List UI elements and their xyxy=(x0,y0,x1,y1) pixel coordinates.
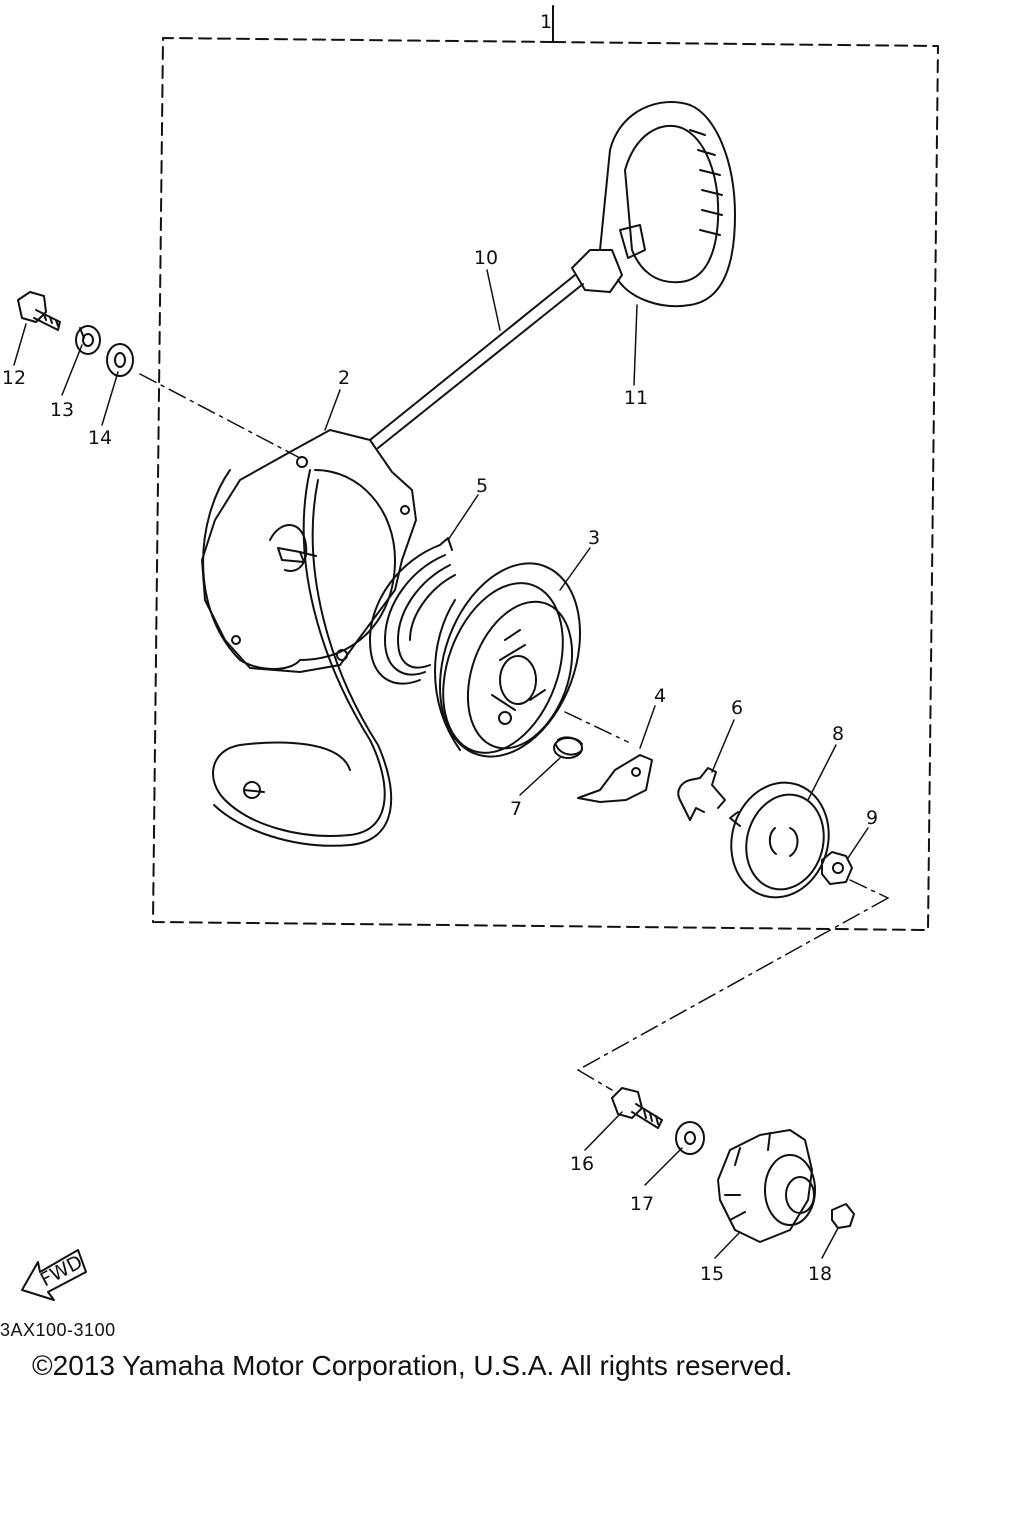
callout-3: 3 xyxy=(588,527,600,549)
washer-part-14 xyxy=(106,343,134,377)
assembly-boundary xyxy=(152,37,939,931)
callout-1: 1 xyxy=(540,11,552,33)
callout-11: 11 xyxy=(624,387,648,409)
mounting-leader-lines xyxy=(139,373,889,1091)
fwd-arrow-icon xyxy=(21,1249,87,1301)
starter-pulley-part xyxy=(717,1129,816,1243)
callout-17: 17 xyxy=(630,1193,654,1215)
nut-part xyxy=(821,851,853,885)
bolt-part-12 xyxy=(17,291,61,331)
callout-10: 10 xyxy=(474,247,498,269)
callout-labels: 1 2 3 4 5 6 7 8 9 10 11 12 13 14 15 16 1… xyxy=(2,11,878,1291)
callout-9: 9 xyxy=(866,807,878,829)
callout-6: 6 xyxy=(731,697,743,719)
callout-18: 18 xyxy=(808,1263,832,1285)
callout-4: 4 xyxy=(654,685,666,707)
callout-8: 8 xyxy=(832,723,844,745)
sheave-drum-part xyxy=(434,562,582,758)
callout-7: 7 xyxy=(510,798,522,820)
plate-part xyxy=(729,781,830,899)
washer-part-17 xyxy=(675,1121,705,1155)
lock-washer-part xyxy=(75,325,101,355)
key-part-18 xyxy=(831,1203,855,1229)
callout-12: 12 xyxy=(2,367,26,389)
callout-5: 5 xyxy=(476,475,488,497)
callout-13: 13 xyxy=(50,399,74,421)
starter-handle-part xyxy=(571,101,736,308)
starter-rope-loop xyxy=(212,469,393,847)
bolt-part-16 xyxy=(611,1087,663,1129)
starter-rope-part xyxy=(369,274,584,449)
friction-spring-part xyxy=(677,767,726,821)
diagram-code: 3AX100-3100 xyxy=(0,1320,116,1340)
copyright-notice: ©2013 Yamaha Motor Corporation, U.S.A. A… xyxy=(32,1350,793,1381)
drive-pawl-part xyxy=(577,754,653,803)
callout-15: 15 xyxy=(700,1263,724,1285)
callout-leaders xyxy=(13,269,869,1259)
pawl-spring-part xyxy=(553,736,583,759)
callout-16: 16 xyxy=(570,1153,594,1175)
starter-case-part xyxy=(201,429,417,673)
callout-14: 14 xyxy=(88,427,112,449)
callout-2: 2 xyxy=(338,367,350,389)
recoil-spring-part xyxy=(369,537,456,685)
